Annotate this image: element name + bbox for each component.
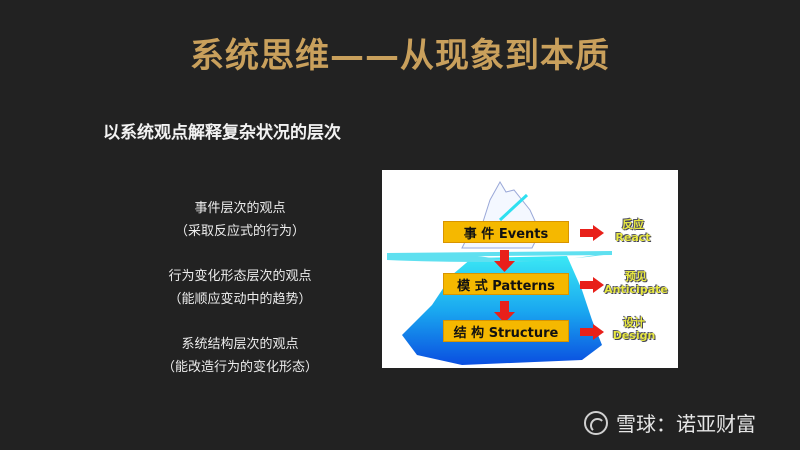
level-desc: （能改造行为的变化形态）	[161, 360, 318, 375]
output-en: Design	[612, 329, 656, 342]
output-en: React	[615, 231, 651, 244]
levels-list: 事件层次的观点 （采取反应式的行为） 行为变化形态层次的观点 （能顺应变动中的趋…	[140, 197, 340, 401]
level-patterns: 行为变化形态层次的观点 （能顺应变动中的趋势）	[140, 265, 340, 311]
slide-subtitle: 以系统观点解释复杂状况的层次	[103, 123, 341, 143]
output-en: Anticipate	[604, 283, 668, 296]
level-structure: 系统结构层次的观点 （能改造行为的变化形态）	[140, 333, 340, 379]
layer-structure: 结 构 Structure	[443, 320, 569, 342]
output-design: 设计 Design	[606, 316, 662, 342]
level-name: 行为变化形态层次的观点	[168, 269, 312, 284]
output-cn: 预见	[625, 270, 647, 283]
layer-patterns: 模 式 Patterns	[443, 273, 569, 295]
layer-events: 事 件 Events	[443, 221, 569, 243]
output-react: 反应 React	[608, 218, 658, 244]
watermark: 雪球 ： 诺亚财富	[584, 408, 756, 437]
level-name: 系统结构层次的观点	[181, 337, 299, 352]
xueqiu-logo-icon	[584, 410, 608, 435]
watermark-author: 诺亚财富	[676, 412, 756, 436]
output-cn: 设计	[623, 316, 645, 329]
output-cn: 反应	[622, 218, 644, 231]
level-events: 事件层次的观点 （采取反应式的行为）	[140, 197, 340, 243]
level-desc: （能顺应变动中的趋势）	[168, 292, 312, 307]
level-desc: （采取反应式的行为）	[174, 224, 305, 239]
watermark-separator: ：	[656, 412, 676, 436]
iceberg-diagram: 事 件 Events 模 式 Patterns 结 构 Structure 反应…	[382, 170, 678, 368]
slide-title: 系统思维——从现象到本质	[190, 36, 610, 76]
watermark-brand: 雪球	[616, 412, 656, 436]
level-name: 事件层次的观点	[194, 201, 286, 216]
arrow-icons	[580, 225, 604, 340]
output-anticipate: 预见 Anticipate	[600, 270, 672, 296]
